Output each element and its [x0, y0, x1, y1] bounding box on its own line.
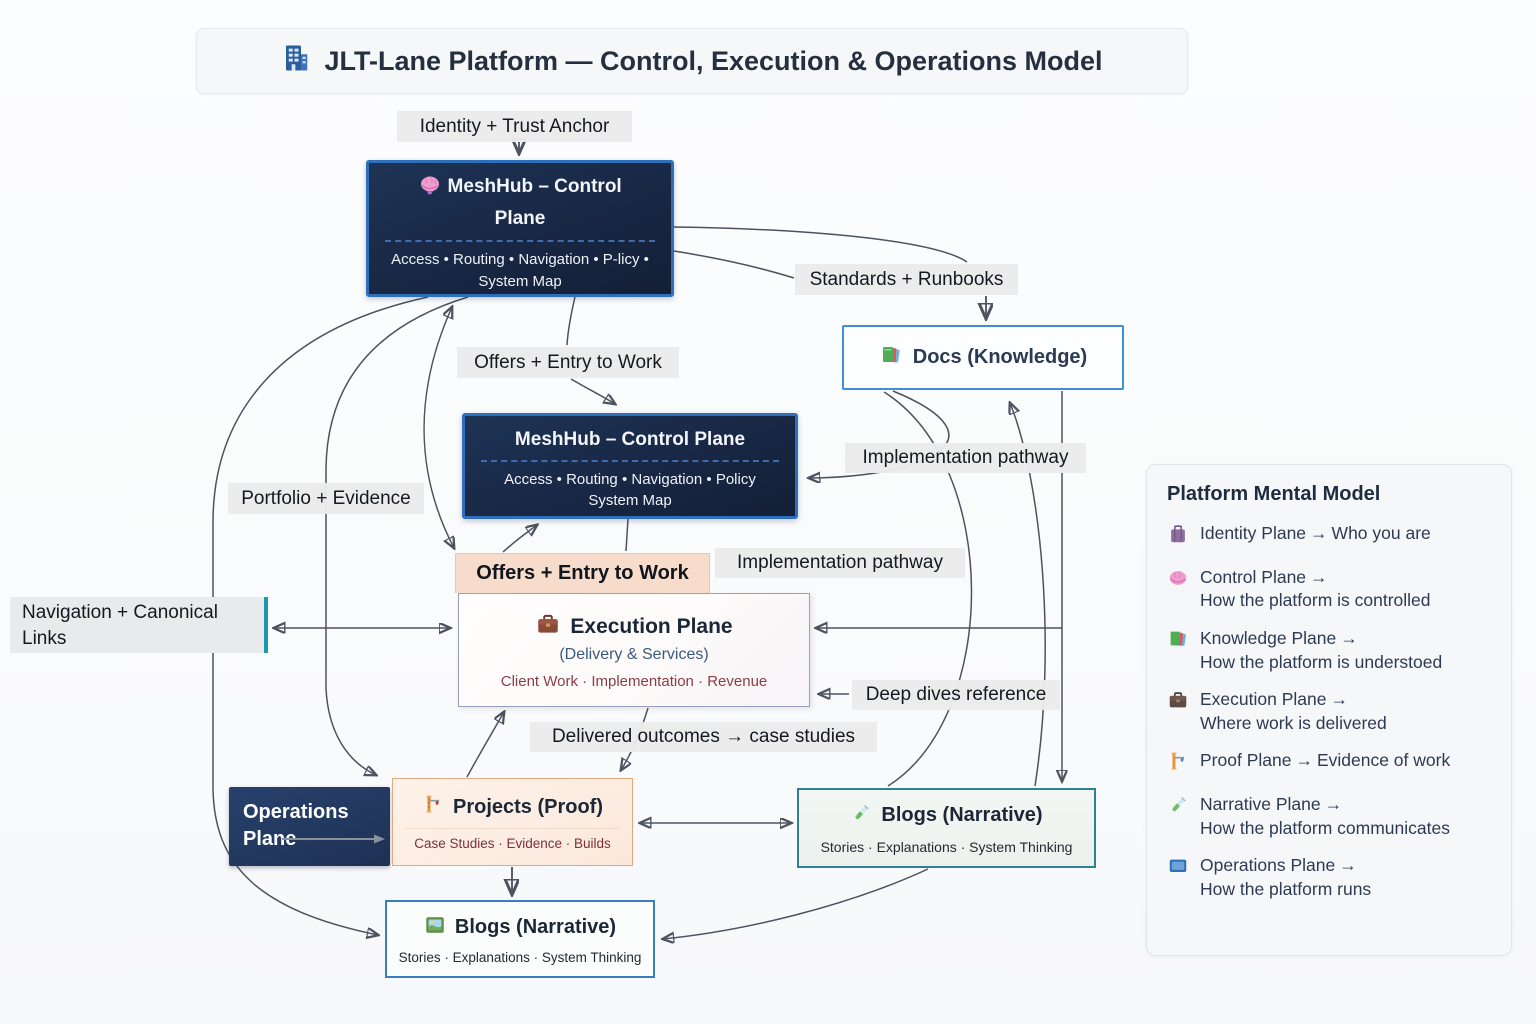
legend-panel: Platform Mental Model Identity Plane→Who…	[1146, 464, 1512, 956]
node-docs-knowledge: Docs (Knowledge)	[842, 325, 1124, 390]
node-blogs-narrative-bottom: Blogs (Narrative) Stories · Explanations…	[385, 900, 655, 978]
node-subtitle: (Delivery & Services)	[559, 645, 709, 663]
edge-exec-to-meshhub-mid	[502, 525, 537, 553]
label-delivered-outcomes: Delivered outcomes → case studies	[530, 722, 877, 752]
node-blogs-narrative-right: Blogs (Narrative) Stories · Explanations…	[797, 788, 1096, 868]
operations-arrow	[282, 834, 385, 844]
edge-meshhub-top-to-offers-label	[566, 296, 576, 346]
edge-offers-label-to-meshhub-mid	[570, 378, 615, 404]
crane-icon	[422, 793, 444, 821]
node-services: Client Work · Implementation · Revenue	[500, 672, 768, 690]
legend-item-operations: Operations Plane→How the platform runs	[1167, 854, 1491, 901]
books-icon	[879, 343, 903, 373]
node-execution-plane: Execution Plane (Delivery & Services) Cl…	[458, 593, 810, 707]
node-services: Case Studies · Evidence · Builds	[414, 836, 611, 851]
edge-blogs-right-to-blogs-bottom	[663, 868, 929, 939]
building-icon	[281, 43, 311, 80]
label-deep-dives-reference: Deep dives reference	[852, 680, 1060, 710]
legend-item-desc: Who you are	[1331, 523, 1431, 543]
node-services: Access • Routing • Navigation • P-licy •…	[391, 251, 649, 290]
arrow-glyph: →	[1339, 855, 1357, 876]
legend-item-control: Control Plane→ How the platform is contro…	[1167, 566, 1491, 613]
legend-item-desc: How the platform runs	[1200, 878, 1372, 899]
edge-meshhub-top-to-blogs-bottom	[212, 296, 429, 935]
page-title: JLT-Lane Platform — Control, Execution &…	[324, 45, 1103, 76]
node-services: Stories · Explanations · System Thinking	[820, 838, 1073, 855]
label-navigation-canonical-links: Navigation + Canonical Links	[10, 597, 268, 653]
legend-item-proof: Proof Plane→Evidence of work	[1167, 749, 1491, 779]
node-title: Operations Plane	[243, 801, 349, 850]
legend-item-execution: Execution Plane→Where work is delivered	[1167, 688, 1491, 735]
node-title: MeshHub – Control Plane	[514, 429, 746, 450]
legend-item-desc: Evidence of work	[1316, 750, 1451, 771]
edge-meshhub-top-to-standards-b	[673, 250, 795, 279]
node-services: Access • Routing • Navigation • Policy S…	[504, 470, 756, 510]
node-meshhub-control-plane-top: MeshHub – Control Plane Access • Routing…	[366, 160, 674, 297]
arrow-glyph: →	[1310, 523, 1328, 543]
node-operations-plane: Operations Plane	[229, 787, 390, 866]
edge-projects-to-exec	[466, 712, 504, 778]
label-portfolio-evidence: Portfolio + Evidence	[228, 483, 424, 514]
books-icon	[1167, 627, 1189, 674]
monitor-icon	[1167, 854, 1189, 901]
label-implementation-pathway-1: Implementation pathway	[845, 443, 1086, 473]
legend-title: Platform Mental Model	[1167, 483, 1381, 505]
legend-item-name: Execution Plane	[1200, 689, 1327, 710]
diagram-title-card: JLT-Lane Platform — Control, Execution &…	[196, 28, 1188, 94]
legend-item-identity: Identity Plane→Who you are	[1167, 522, 1491, 552]
arrow-glyph: →	[1330, 689, 1348, 710]
legend-item-desc: How the platform communicates	[1200, 817, 1450, 838]
divider	[481, 459, 779, 462]
node-meshhub-control-plane-mid: MeshHub – Control Plane Access • Routing…	[462, 413, 798, 519]
label-identity-trust-anchor: Identity + Trust Anchor	[397, 111, 632, 142]
testtube-icon	[850, 802, 872, 830]
edge-docs-blogs-arc	[883, 391, 973, 787]
arrow-glyph: →	[1324, 794, 1343, 814]
legend-item-knowledge: Knowledge Plane→ How the platform is unde…	[1167, 627, 1491, 674]
legend-item-name: Proof Plane	[1200, 750, 1292, 771]
brain-icon	[418, 173, 442, 206]
legend-item-name: Narrative Plane	[1200, 794, 1321, 814]
testtube-icon	[1167, 793, 1189, 840]
legend-item-desc: How the platform is understoed	[1200, 651, 1443, 672]
node-title: Execution Plane	[570, 614, 733, 638]
edge-exec-meshhub-top	[423, 307, 454, 548]
edge-meshhub-mid-to-exec-header	[625, 518, 629, 552]
node-title: MeshHub – Control Plane	[447, 176, 622, 229]
legend-item-desc: How the platform is controlled	[1200, 590, 1431, 611]
label-offers-entry-top: Offers + Entry to Work	[457, 347, 679, 378]
node-services: Stories · Explanations · System Thinking	[398, 949, 642, 965]
brain-icon	[1167, 566, 1189, 613]
node-title: Docs (Knowledge)	[912, 346, 1088, 368]
divider	[405, 828, 620, 829]
divider	[385, 240, 655, 243]
crane-icon	[1167, 749, 1189, 779]
label-standards-runbooks: Standards + Runbooks	[795, 264, 1018, 295]
briefcase-icon	[1167, 688, 1189, 735]
arrow-glyph: →	[1310, 566, 1328, 587]
legend-item-name: Control Plane	[1200, 566, 1307, 587]
luggage-icon	[1167, 522, 1189, 552]
node-title: Blogs (Narrative)	[881, 804, 1043, 826]
legend-item-narrative: Narrative Plane→ How the platform communi…	[1167, 793, 1491, 840]
arrow-glyph: →	[1295, 750, 1313, 771]
briefcase-icon	[535, 611, 561, 643]
arrow-glyph: →	[1340, 627, 1358, 648]
picture-frame-icon	[424, 914, 446, 942]
label-implementation-pathway-2: Implementation pathway	[715, 548, 965, 578]
node-execution-header: Offers + Entry to Work	[455, 553, 710, 593]
legend-item-name: Identity Plane	[1200, 523, 1307, 543]
legend-item-desc: Where work is delivered	[1200, 712, 1387, 733]
edge-meshhub-top-to-standards-a	[673, 226, 968, 263]
node-title: Projects (Proof)	[452, 795, 604, 818]
legend-item-name: Knowledge Plane	[1200, 627, 1337, 648]
edge-meshhub-top-to-projects	[325, 296, 469, 775]
node-projects-proof: Projects (Proof) Case Studies · Evidence…	[392, 778, 633, 866]
edge-blogs-right-to-docs	[1010, 403, 1046, 787]
legend-item-name: Operations Plane	[1200, 855, 1336, 876]
node-title: Blogs (Narrative)	[454, 916, 617, 938]
